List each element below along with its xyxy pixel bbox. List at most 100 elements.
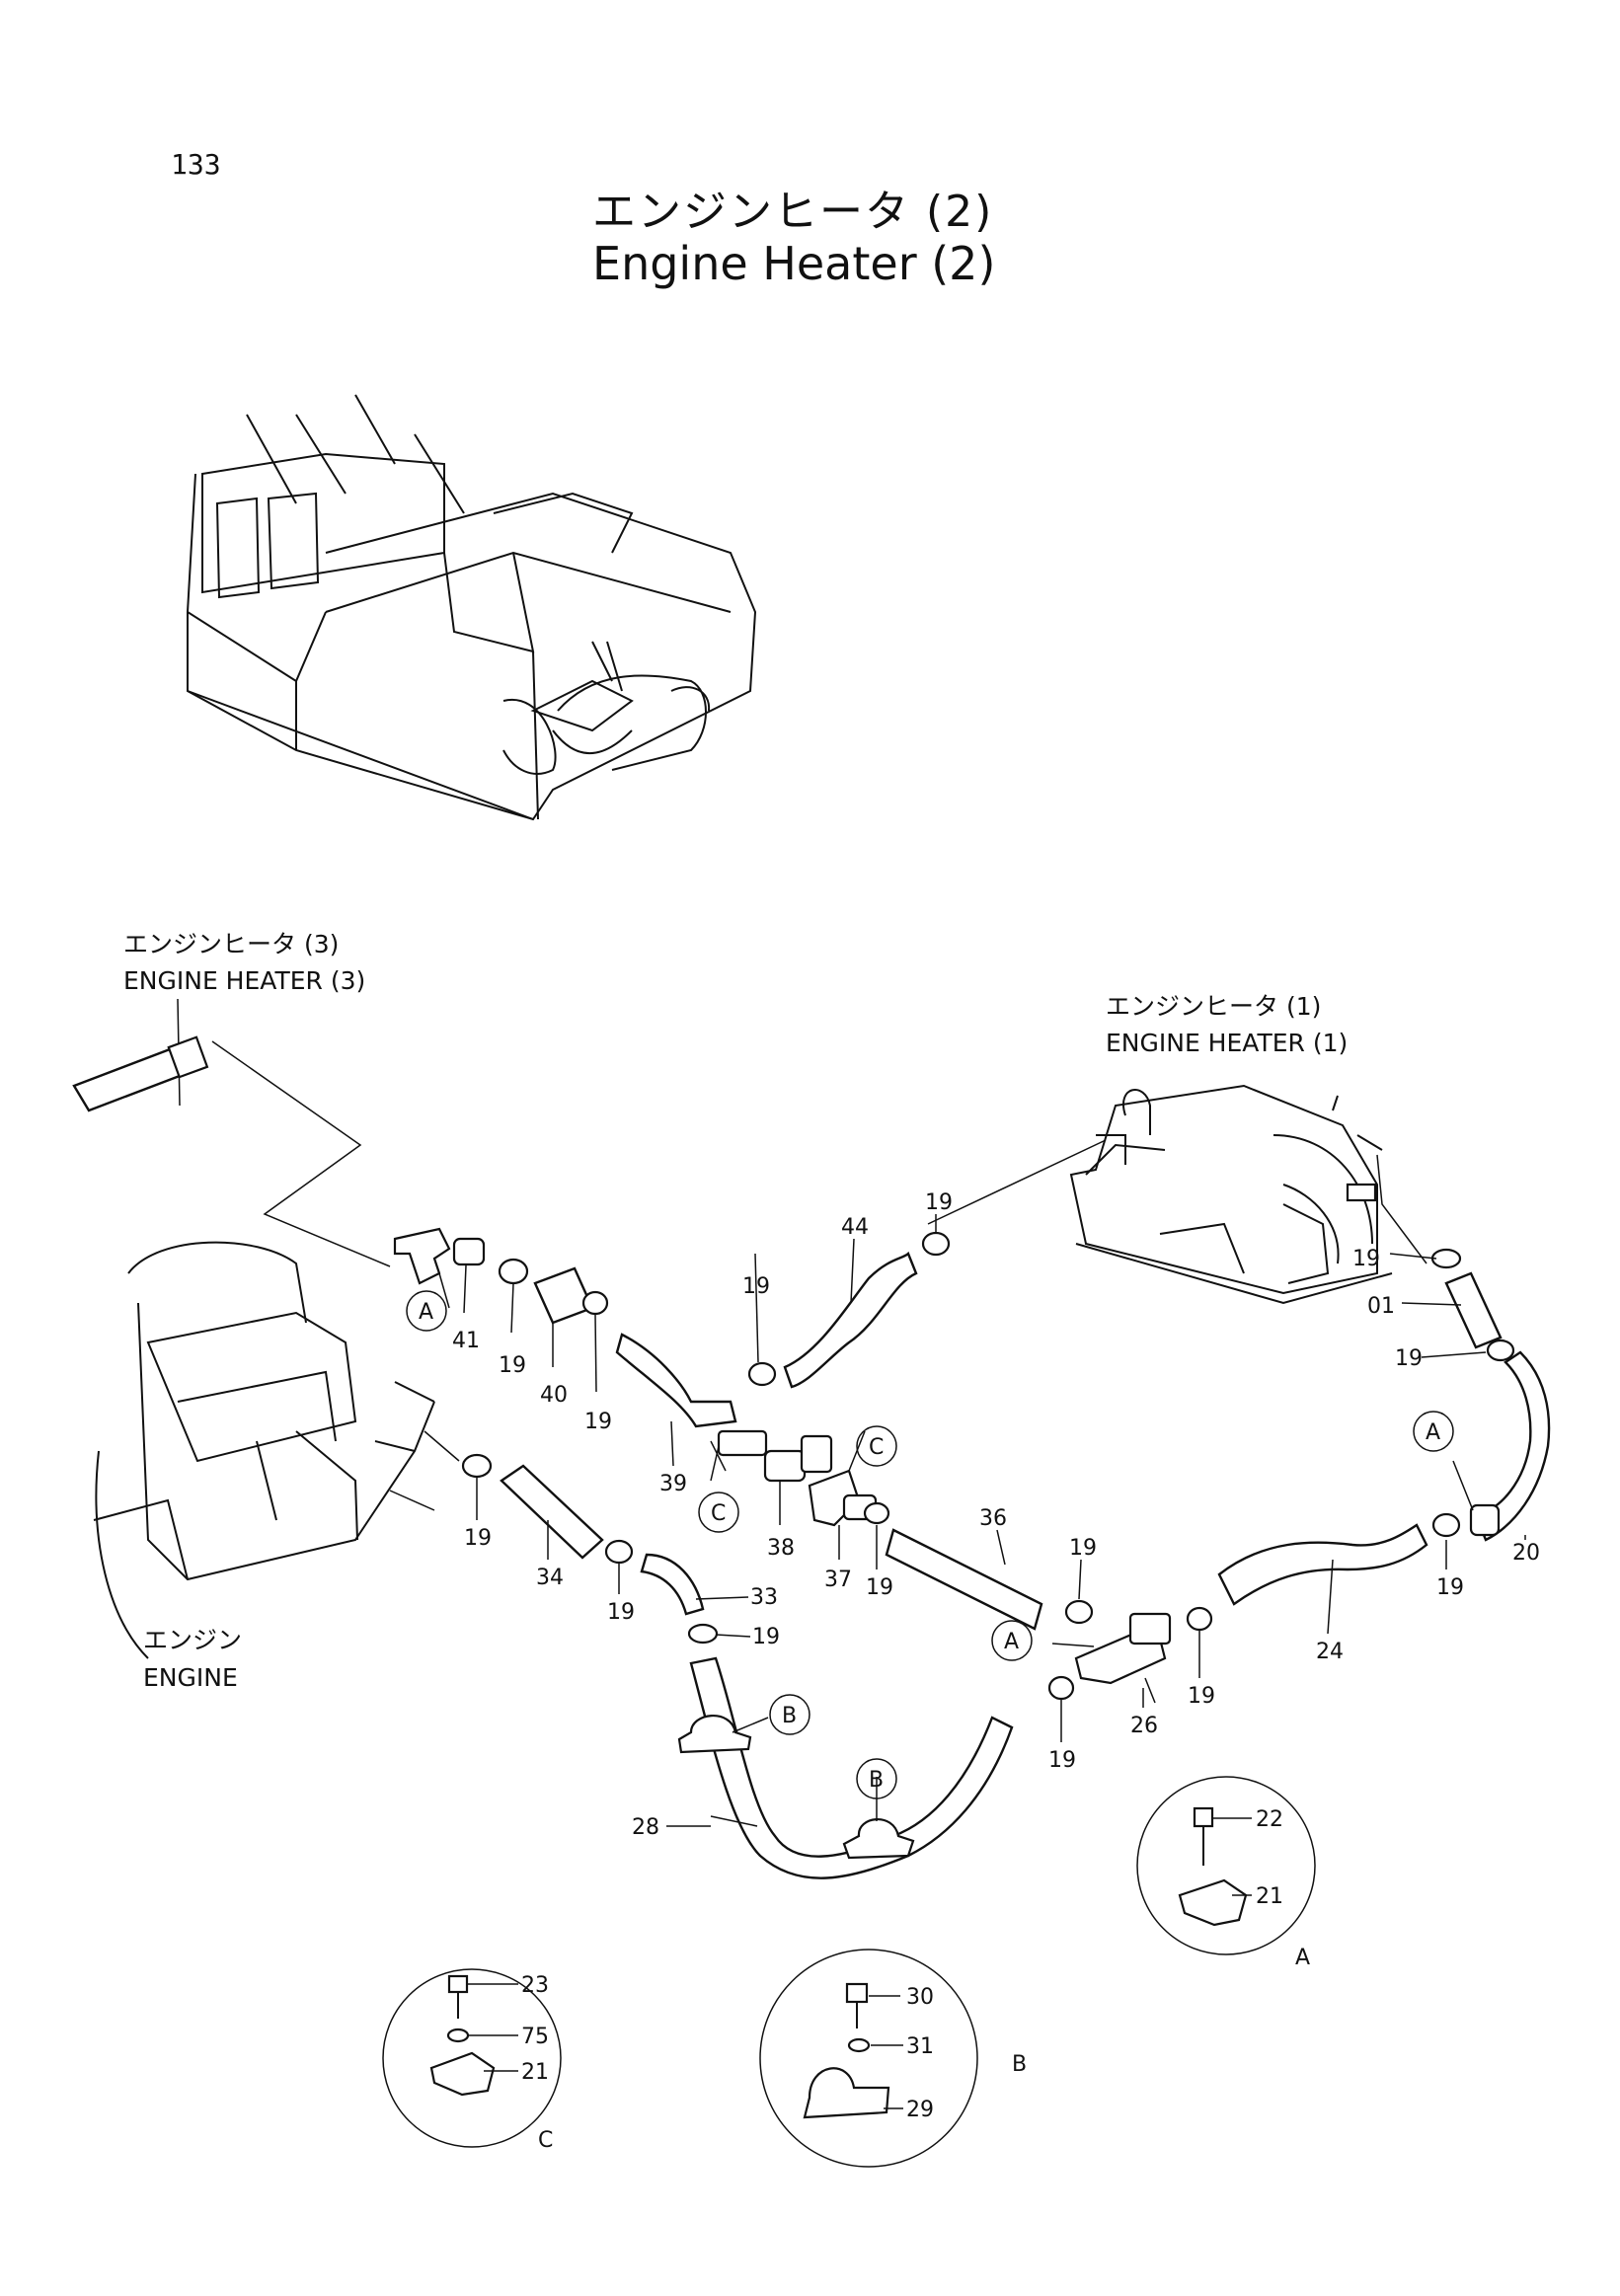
engine-heater-3-reference-ja: エンジンヒータ (3)	[123, 930, 339, 958]
part-number-21: 21	[1256, 1884, 1283, 1909]
part-number-20: 20	[1512, 1541, 1540, 1566]
part-number-39: 39	[659, 1472, 687, 1496]
hose-clamp-19	[1430, 1248, 1462, 1269]
hose-01	[1444, 1271, 1503, 1349]
part-number-34: 34	[536, 1566, 564, 1590]
part-number-01: 01	[1367, 1294, 1395, 1319]
hose-clamp-19	[604, 1539, 634, 1565]
part-number-21: 21	[521, 2060, 549, 2085]
engine-heater-3-reference-en: ENGINE HEATER (3)	[123, 966, 365, 995]
part-number-38: 38	[767, 1536, 795, 1561]
engine-heater-1-reference-en: ENGINE HEATER (1)	[1106, 1029, 1348, 1057]
detail-marker-b: B	[856, 1758, 897, 1799]
part-number-29: 29	[906, 2098, 934, 2122]
engine-block-illustration	[93, 1241, 460, 1659]
hose-20	[1469, 1350, 1551, 1542]
part-number-33: 33	[750, 1585, 778, 1610]
part-number-22: 22	[1256, 1807, 1283, 1832]
hose-33	[640, 1553, 705, 1616]
detail-marker-a: A	[991, 1620, 1033, 1661]
hose-34	[500, 1464, 604, 1560]
part-number-23: 23	[521, 1973, 549, 1998]
hose-24	[1217, 1523, 1428, 1606]
part-number-19: 19	[499, 1353, 526, 1378]
part-number-19: 19	[607, 1600, 635, 1625]
hose-clamp-19	[1047, 1675, 1075, 1701]
detail-view-b-label: B	[1012, 2052, 1027, 2077]
part-number-30: 30	[906, 1985, 934, 2010]
engine-heater-1-unit	[927, 1084, 1427, 1305]
part-number-75: 75	[521, 2025, 549, 2049]
part-number-40: 40	[540, 1383, 568, 1408]
part-number-26: 26	[1130, 1714, 1158, 1738]
excavator-overview-illustration	[186, 394, 757, 821]
hose-clamp-19	[1431, 1512, 1461, 1538]
page-title-english: Engine Heater (2)	[592, 237, 996, 290]
part-number-19: 19	[866, 1575, 893, 1600]
elbow-fitting-37	[808, 1469, 878, 1527]
engine-reference-en: ENGINE	[143, 1663, 238, 1692]
detail-view-a: 22 21 A	[1136, 1776, 1316, 1970]
part-number-19: 19	[742, 1274, 770, 1299]
svg-text:A: A	[1426, 1420, 1440, 1445]
detail-view-c: 23 75 21 C	[382, 1968, 562, 2153]
hose-clamp-19	[1064, 1599, 1094, 1625]
part-number-19: 19	[584, 1410, 612, 1434]
part-number-24: 24	[1316, 1640, 1344, 1664]
hose-clamp-19	[921, 1231, 951, 1257]
part-number-31: 31	[906, 2034, 934, 2059]
hose-clamp-19	[498, 1258, 529, 1285]
tee-fitting-26	[1074, 1612, 1172, 1704]
page-title-japanese: エンジンヒータ (2)	[592, 187, 994, 237]
detail-marker-b: B	[769, 1694, 810, 1735]
engine-heater-3-pipe	[72, 1035, 391, 1267]
hose-clamp-19	[461, 1453, 493, 1479]
adapter-fitting-38	[763, 1434, 833, 1483]
detail-view-b: 30 31 29 B	[759, 1949, 1027, 2168]
part-number-28: 28	[632, 1815, 659, 1840]
hose-clamp-19	[1186, 1606, 1213, 1632]
svg-text:B: B	[869, 1768, 884, 1793]
part-number-19: 19	[925, 1190, 953, 1215]
detail-view-a-label: A	[1295, 1946, 1310, 1970]
hose-39-tee	[615, 1333, 768, 1472]
hose-28	[689, 1656, 1014, 1879]
part-number-36: 36	[979, 1506, 1007, 1531]
part-number-19: 19	[752, 1625, 780, 1649]
part-number-19: 19	[1069, 1536, 1097, 1561]
svg-text:B: B	[782, 1704, 797, 1728]
part-number-19: 19	[464, 1526, 492, 1551]
part-number-37: 37	[824, 1568, 852, 1592]
detail-marker-a: A	[1413, 1411, 1454, 1452]
hose-clamp-19	[1486, 1339, 1515, 1362]
hose-40	[533, 1266, 594, 1325]
hose-clamp-19	[581, 1290, 609, 1316]
part-number-19: 19	[1395, 1346, 1423, 1371]
detail-marker-c: C	[698, 1492, 739, 1533]
hose-clip-b	[677, 1715, 915, 1860]
svg-text:C: C	[869, 1435, 884, 1460]
detail-marker-c: C	[856, 1425, 897, 1467]
leader-lines	[463, 1214, 1526, 1827]
detail-marker-a: A	[406, 1290, 447, 1332]
part-number-19: 19	[1436, 1575, 1464, 1600]
hose-clamp-19	[687, 1623, 719, 1645]
hose-36	[885, 1528, 1043, 1631]
svg-text:A: A	[1004, 1630, 1019, 1654]
part-number-19: 19	[1048, 1748, 1076, 1773]
hose-44	[783, 1251, 918, 1389]
page-number: 133	[171, 148, 221, 181]
part-number-19: 19	[1188, 1684, 1215, 1709]
detail-view-c-label: C	[538, 2128, 553, 2153]
elbow-fitting-41	[393, 1227, 486, 1309]
part-number-41: 41	[452, 1329, 480, 1353]
hose-clamp-19	[747, 1361, 777, 1387]
engine-reference-ja: エンジン	[143, 1626, 242, 1654]
svg-text:C: C	[711, 1501, 726, 1526]
part-number-19: 19	[1352, 1247, 1380, 1271]
engine-heater-1-reference-ja: エンジンヒータ (1)	[1106, 992, 1321, 1021]
hose-clamp-19	[863, 1501, 890, 1525]
part-number-44: 44	[841, 1215, 869, 1240]
svg-text:A: A	[419, 1300, 433, 1325]
